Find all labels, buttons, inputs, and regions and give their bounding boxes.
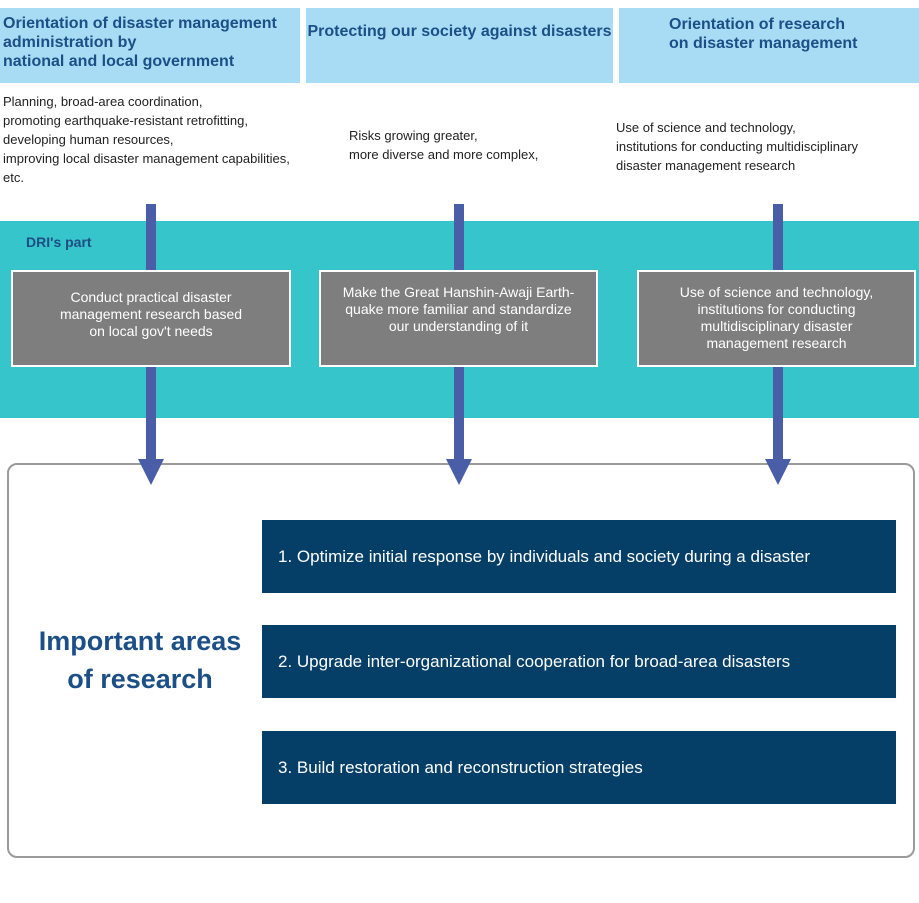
header-admin-orientation: Orientation of disaster management admin… [0,8,300,83]
header-protecting-society-text: Protecting our society against disasters [307,23,612,40]
header-research-orientation-text: Orientation of research on disaster mana… [669,16,858,52]
dri-part-label: DRI's part [26,234,92,250]
dri-box-hanshin-awaji: Make the Great Hanshin-Awaji Earth- quak… [319,270,598,367]
context-research: Use of science and technology, instituti… [616,120,859,173]
header-admin-orientation-text: Orientation of disaster management admin… [3,15,277,70]
arrow-head-2 [446,459,472,485]
important-areas-title: Important areas of research [38,626,242,694]
context-society: Risks growing greater, more diverse and … [349,128,539,162]
research-area-2-text: 2. Upgrade inter-organizational cooperat… [278,651,791,671]
research-area-1-text: 1. Optimize initial response by individu… [278,546,810,566]
dri-box-practical-research: Conduct practical disaster management re… [11,270,291,367]
research-area-2: 2. Upgrade inter-organizational cooperat… [262,625,896,698]
dri-box-science-technology: Use of science and technology, instituti… [637,270,916,367]
context-admin: Planning, broad-area coordination, promo… [3,94,290,185]
research-area-3: 3. Build restoration and reconstruction … [262,731,896,804]
research-area-3-text: 3. Build restoration and reconstruction … [278,757,643,777]
arrow-head-1 [138,459,164,485]
header-protecting-society: Protecting our society against disasters [306,8,613,83]
research-area-1: 1. Optimize initial response by individu… [262,520,896,593]
arrow-head-3 [765,459,791,485]
header-research-orientation: Orientation of research on disaster mana… [619,8,919,83]
